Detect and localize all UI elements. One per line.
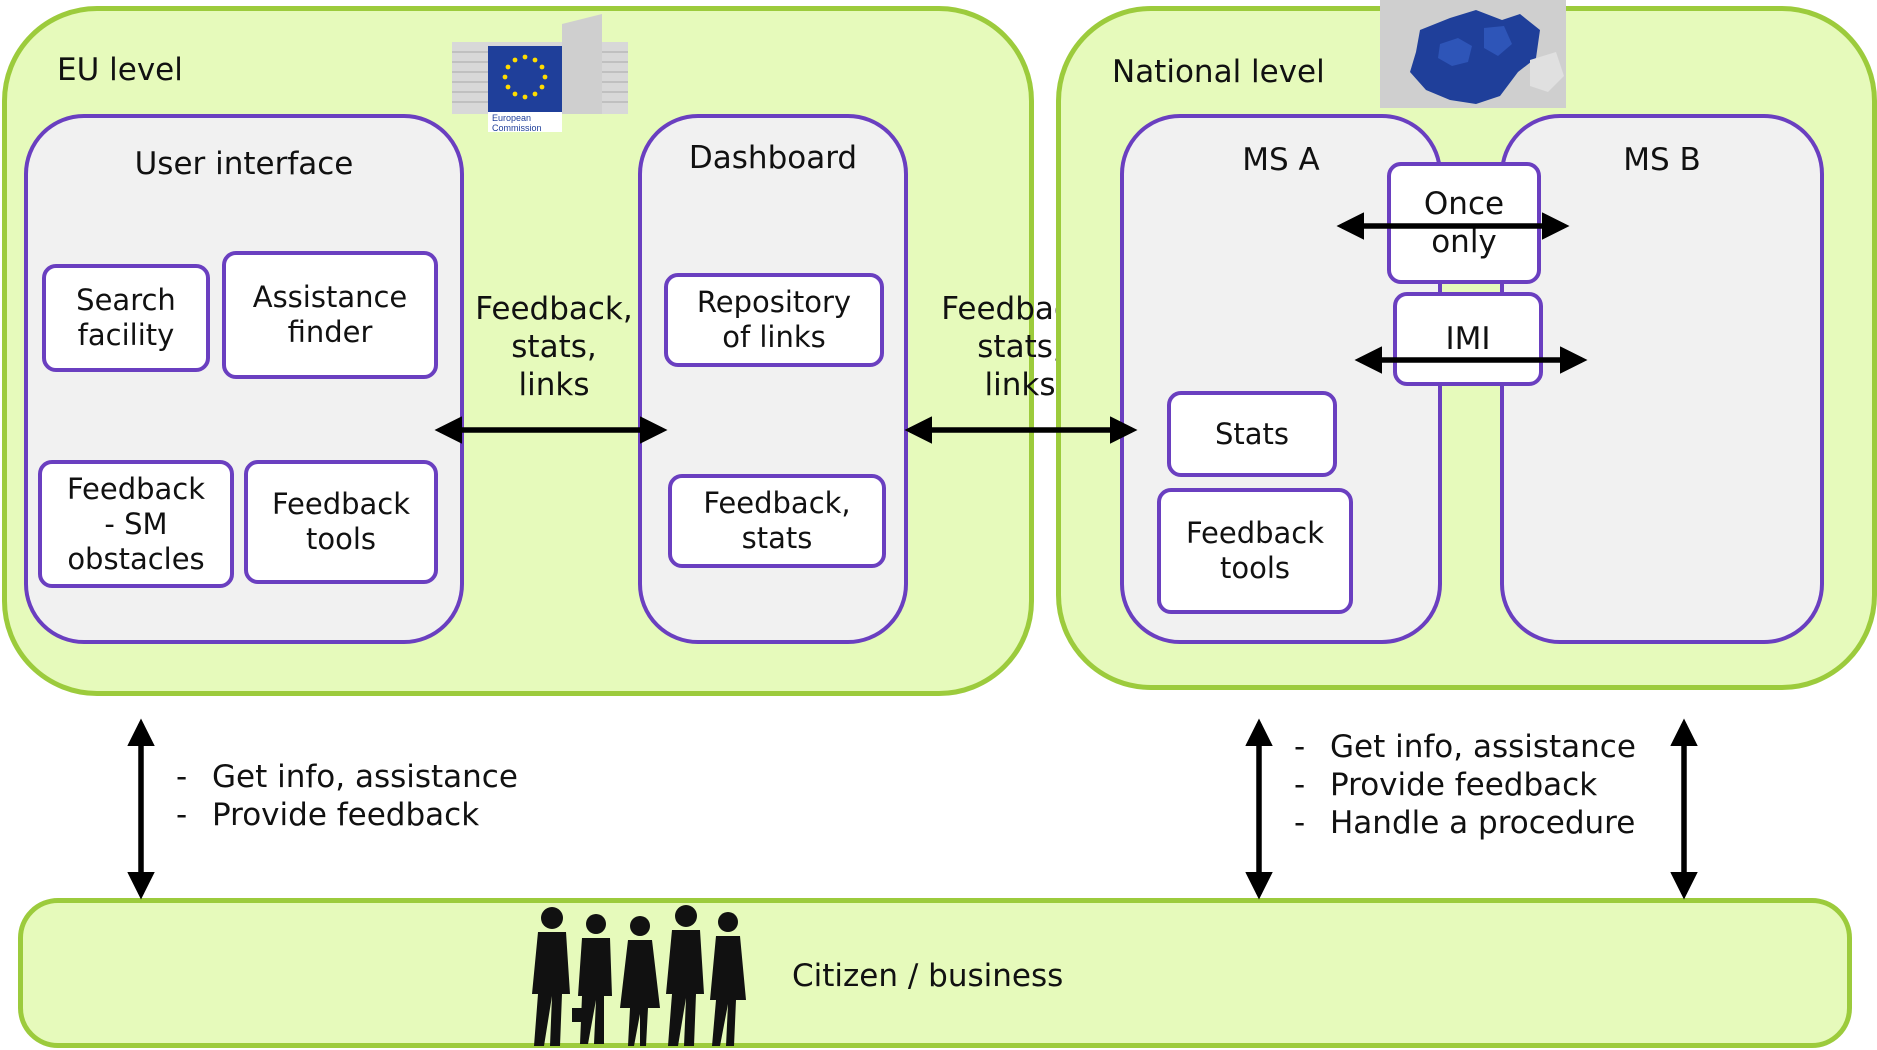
feedback-tools-box: Feedback tools	[244, 460, 438, 584]
feedback-stats-box: Feedback, stats	[668, 474, 886, 568]
imi-box: IMI	[1393, 292, 1543, 386]
eu-interaction-item: Provide feedback	[176, 796, 518, 834]
national-interaction-item: Provide feedback	[1294, 766, 1636, 804]
national-interaction-list: Get info, assistance Provide feedback Ha…	[1294, 728, 1636, 842]
european-commission-logo: European Commission	[452, 14, 628, 133]
eu-interaction-item: Get info, assistance	[176, 758, 518, 796]
stats-box: Stats	[1167, 391, 1337, 477]
dashboard-title: Dashboard	[688, 140, 858, 176]
repository-of-links-box: Repository of links	[664, 273, 884, 367]
assistance-finder-box: Assistance finder	[222, 251, 438, 379]
eu-interaction-list: Get info, assistance Provide feedback	[176, 758, 518, 834]
search-facility-box: Search facility	[42, 264, 210, 372]
ms-b-title: MS B	[1623, 142, 1701, 178]
flow-label-ui-dashboard: Feedback, stats, links	[475, 291, 633, 403]
feedback-sm-obstacles-box: Feedback - SM obstacles	[38, 460, 234, 588]
citizen-business-label: Citizen / business	[792, 958, 1064, 994]
user-interface-title: User interface	[134, 146, 354, 182]
national-level-label: National level	[1112, 54, 1325, 90]
svg-text:European: European	[492, 113, 531, 123]
eu-level-label: EU level	[57, 52, 183, 88]
national-interaction-item: Get info, assistance	[1294, 728, 1636, 766]
national-interaction-item: Handle a procedure	[1294, 804, 1636, 842]
europe-map-image	[1380, 0, 1566, 108]
ms-b-panel	[1500, 114, 1824, 644]
ms-a-title: MS A	[1242, 142, 1320, 178]
national-feedback-tools-box: Feedback tools	[1157, 488, 1353, 614]
svg-text:Commission: Commission	[492, 123, 542, 132]
citizen-business-zone	[18, 898, 1852, 1048]
once-only-box: Once only	[1387, 162, 1541, 284]
people-silhouettes-icon	[528, 904, 754, 1046]
